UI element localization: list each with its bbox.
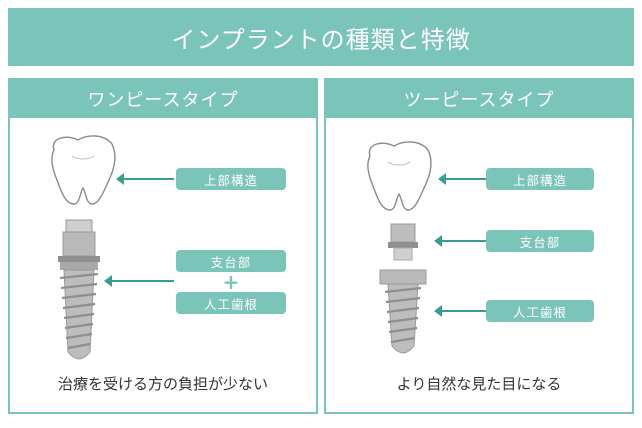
superstructure-arrow — [438, 173, 486, 185]
plus-sign: + — [222, 270, 240, 294]
one-piece-superstructure-label: 上部構造 — [176, 168, 286, 190]
two-piece-panel: ツーピースタイプ 上部構造 支台部 人工歯根 より自然な見た目になる — [324, 78, 634, 414]
abutment-arrow — [434, 235, 486, 247]
two-piece-abutment-label: 支台部 — [486, 230, 594, 252]
one-piece-header: ワンピースタイプ — [10, 80, 316, 118]
crown-icon — [367, 141, 432, 211]
one-piece-root-label: 人工歯根 — [176, 292, 286, 314]
two-piece-header: ツーピースタイプ — [326, 80, 632, 118]
two-piece-superstructure-label: 上部構造 — [486, 168, 594, 190]
superstructure-arrow — [116, 173, 174, 185]
one-piece-footer: 治療を受ける方の負担が少ない — [57, 375, 268, 393]
one-piece-implant-icon — [58, 219, 100, 360]
page-title: インプラントの種類と特徴 — [8, 8, 634, 66]
abutment-icon — [388, 223, 418, 261]
root-arrow — [434, 305, 486, 317]
combined-arrow — [104, 275, 174, 287]
two-piece-footer: より自然な見た目になる — [396, 375, 562, 393]
two-piece-root-label: 人工歯根 — [486, 300, 594, 322]
one-piece-panel: ワンピースタイプ 上部構造 支台部 + 人工歯根 治療を受ける方の負担が少ない — [8, 78, 318, 414]
fixture-icon — [379, 269, 427, 354]
crown-icon — [51, 135, 116, 205]
one-piece-abutment-label: 支台部 — [176, 250, 286, 272]
